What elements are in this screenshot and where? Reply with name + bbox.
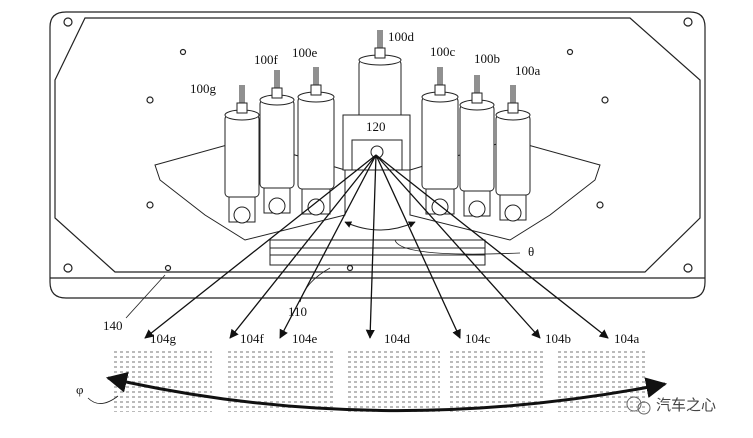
center-unit-label: 120	[366, 119, 386, 134]
beam-arrow-104c	[375, 154, 461, 339]
beam-label-104g: 104g	[150, 331, 177, 346]
base-110	[269, 239, 486, 266]
phi-arc-arrow	[105, 371, 668, 413]
beam-label-104a: 104a	[614, 331, 640, 346]
plate-label: 140	[103, 318, 123, 333]
module-label-100c: 100c	[430, 44, 456, 59]
module-label-100f: 100f	[254, 52, 279, 67]
beam-arrow-104d	[365, 154, 377, 339]
laser-modules	[224, 30, 531, 224]
beam-label-104b: 104b	[545, 331, 571, 346]
module-label-100g: 100g	[190, 81, 217, 96]
theta-label: θ	[528, 244, 534, 259]
laser-module-100f	[259, 70, 295, 215]
module-label-100b: 100b	[474, 51, 500, 66]
scan-pattern	[112, 350, 645, 412]
module-label-100e: 100e	[292, 45, 318, 60]
base-label: 110	[288, 304, 307, 319]
module-label-100a: 100a	[515, 63, 541, 78]
module-label-100d: 100d	[388, 29, 415, 44]
beam-label-104e: 104e	[292, 331, 318, 346]
watermark-text: 汽车之心	[656, 396, 716, 414]
beams	[144, 154, 609, 339]
beam-label-104c: 104c	[465, 331, 491, 346]
beam-label-104d: 104d	[384, 331, 411, 346]
theta-arc	[344, 221, 416, 231]
beam-arrow-104f	[229, 154, 377, 339]
beam-arrow-104e	[279, 154, 377, 339]
beam-label-104f: 104f	[240, 331, 265, 346]
beam-arrow-104a	[375, 154, 609, 339]
phi-label: φ	[76, 382, 84, 397]
watermark-logo-icon	[626, 396, 651, 415]
beam-arrow-104g	[144, 154, 377, 339]
laser-module-100c	[421, 67, 459, 216]
laser-module-100a	[495, 85, 531, 222]
center-unit-120	[342, 114, 411, 171]
mounting-plate	[49, 11, 706, 299]
laser-module-100b	[459, 75, 495, 218]
laser-module-100g	[224, 85, 260, 224]
beam-arrow-104b	[375, 154, 541, 339]
